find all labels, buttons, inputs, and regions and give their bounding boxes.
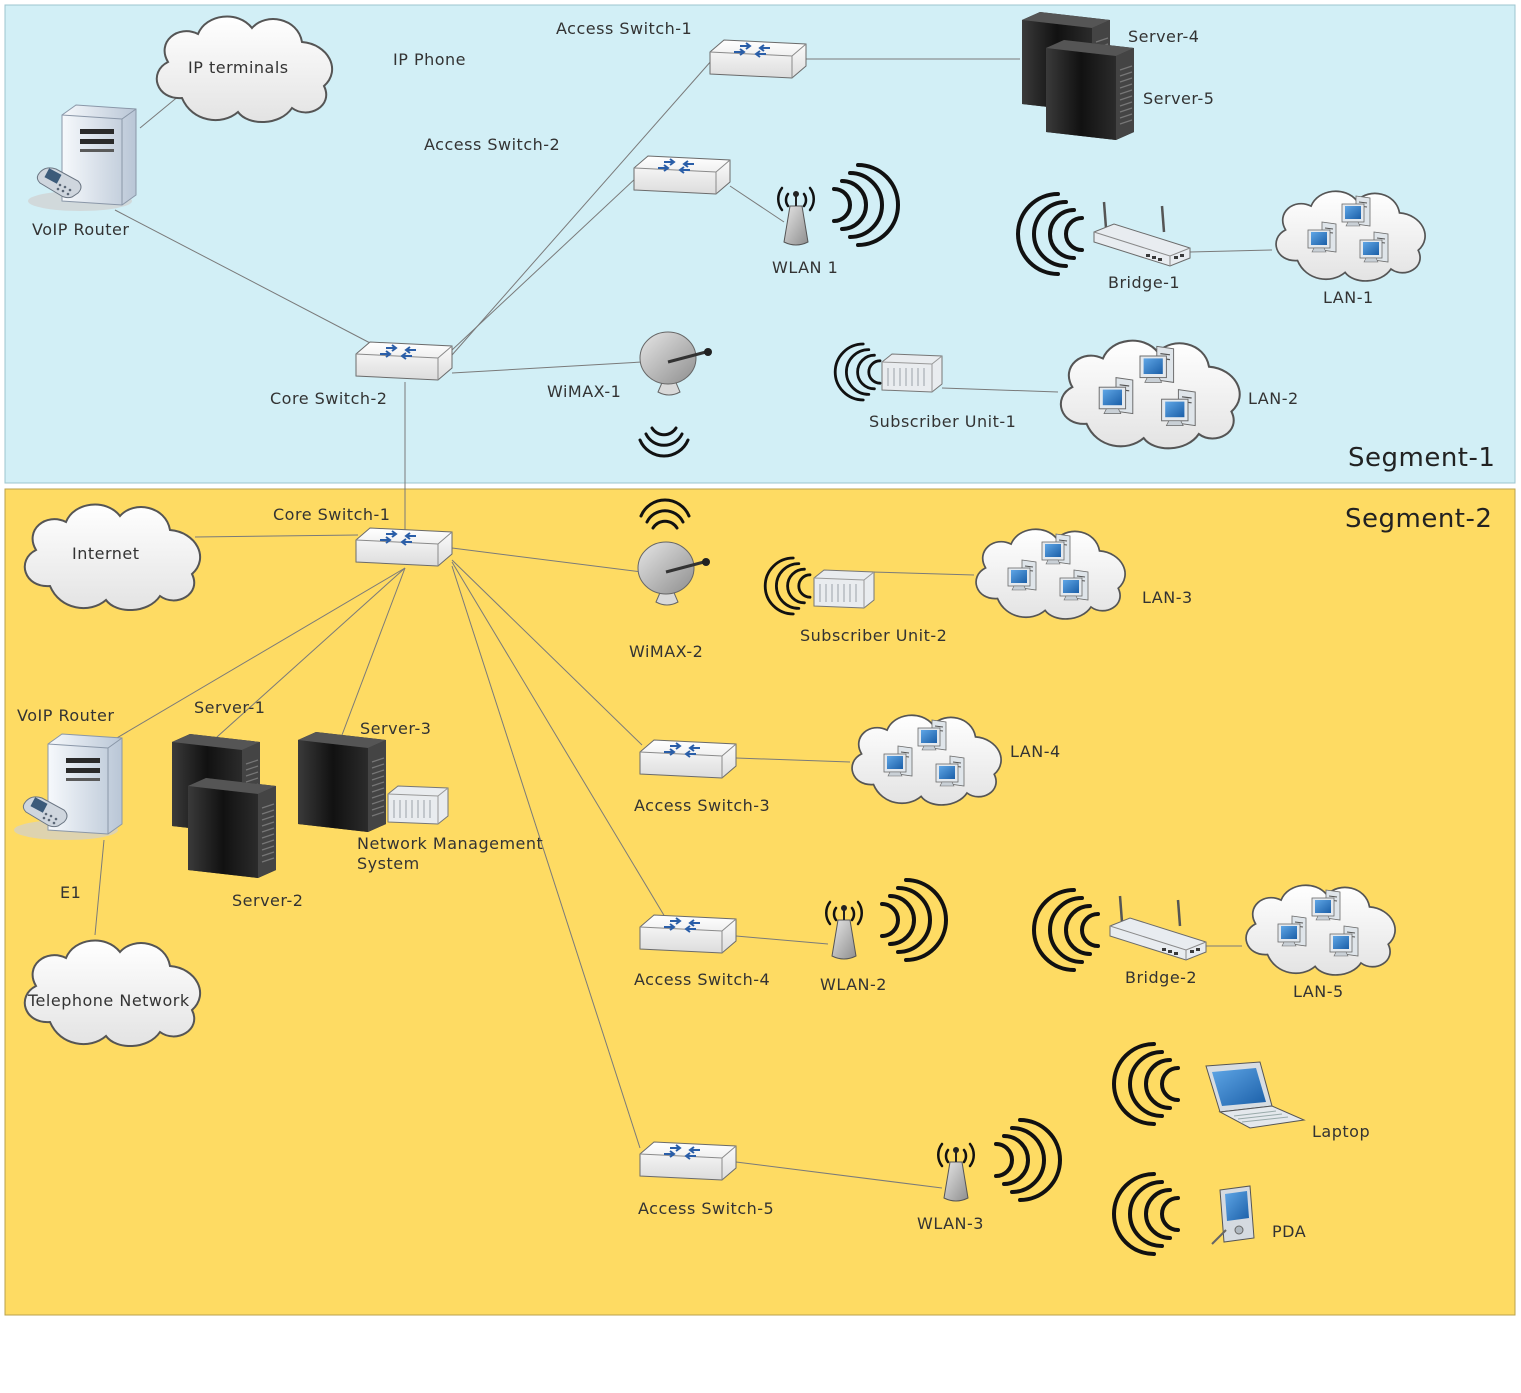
- server-5-label: Server-5: [1143, 89, 1214, 108]
- server-5: [1045, 39, 1135, 141]
- access-switch-2-label: Access Switch-2: [424, 135, 560, 154]
- access-switch-2: [633, 155, 731, 195]
- subscriber-unit-icon: [387, 785, 449, 825]
- lan-3-label: LAN-3: [1142, 588, 1193, 607]
- server-2-label: Server-2: [232, 891, 303, 910]
- nms-label-line2: System: [357, 854, 420, 873]
- wlan-2-label: WLAN-2: [820, 975, 887, 994]
- lan-2-label: LAN-2: [1248, 389, 1299, 408]
- network-switch-icon: [355, 527, 453, 567]
- lan-4-label: LAN-4: [1010, 742, 1061, 761]
- wimax-1-label: WiMAX-1: [547, 382, 621, 401]
- access-switch-4: [639, 914, 737, 954]
- server-4-label: Server-4: [1128, 27, 1199, 46]
- lan-5-label: LAN-5: [1293, 982, 1344, 1001]
- subscriber-unit-icon: [881, 353, 943, 393]
- access-switch-3-label: Access Switch-3: [634, 796, 770, 815]
- ip-terminals-label: IP terminals: [188, 58, 289, 77]
- network-switch-icon: [639, 914, 737, 954]
- core-switch-2-label: Core Switch-2: [270, 389, 387, 408]
- server-tower-icon: [187, 777, 277, 879]
- network-management-system: [387, 785, 449, 825]
- wlan-1-label: WLAN 1: [772, 258, 838, 277]
- e1-label: E1: [60, 883, 81, 902]
- lan-1-label: LAN-1: [1323, 288, 1374, 307]
- network-switch-icon: [709, 39, 807, 79]
- server-3-label: Server-3: [360, 719, 431, 738]
- wlan-3-label: WLAN-3: [917, 1214, 984, 1233]
- access-switch-4-label: Access Switch-4: [634, 970, 770, 989]
- ip-phone-label: IP Phone: [393, 50, 466, 69]
- subscriber-unit-1: [881, 353, 943, 393]
- core-switch-1: [355, 527, 453, 567]
- wimax-2-label: WiMAX-2: [629, 642, 703, 661]
- network-switch-icon: [633, 155, 731, 195]
- access-switch-1: [709, 39, 807, 79]
- subscriber-unit-1-label: Subscriber Unit-1: [869, 412, 1016, 431]
- segment-2-title: Segment-2: [1345, 504, 1492, 534]
- voip-router-1-label: VoIP Router: [32, 220, 129, 239]
- access-switch-1-label: Access Switch-1: [556, 19, 692, 38]
- network-switch-icon: [639, 1141, 737, 1181]
- network-switch-icon: [355, 341, 453, 381]
- network-switch-icon: [639, 739, 737, 779]
- access-switch-3: [639, 739, 737, 779]
- subscriber-unit-2: [813, 569, 875, 609]
- access-switch-5: [639, 1141, 737, 1181]
- subscriber-unit-icon: [813, 569, 875, 609]
- server-tower-icon: [297, 731, 387, 833]
- laptop-label: Laptop: [1312, 1122, 1370, 1141]
- subscriber-unit-2-label: Subscriber Unit-2: [800, 626, 947, 645]
- server-3: [297, 731, 387, 833]
- access-switch-5-label: Access Switch-5: [638, 1199, 774, 1218]
- voip-router-2-label: VoIP Router: [17, 706, 114, 725]
- bridge-2-label: Bridge-2: [1125, 968, 1197, 987]
- pda-label: PDA: [1272, 1222, 1306, 1241]
- internet-label: Internet: [72, 544, 140, 563]
- server-tower-icon: [1045, 39, 1135, 141]
- core-switch-2: [355, 341, 453, 381]
- bridge-1-label: Bridge-1: [1108, 273, 1180, 292]
- segment-1-title: Segment-1: [1348, 443, 1495, 473]
- server-2: [187, 777, 277, 879]
- telephone-network-label: Telephone Network: [27, 991, 190, 1010]
- connection-lines: [94, 58, 1273, 1189]
- core-switch-1-label: Core Switch-1: [273, 505, 390, 524]
- nms-label-line1: Network Management: [357, 834, 543, 853]
- server-1-label: Server-1: [194, 698, 265, 717]
